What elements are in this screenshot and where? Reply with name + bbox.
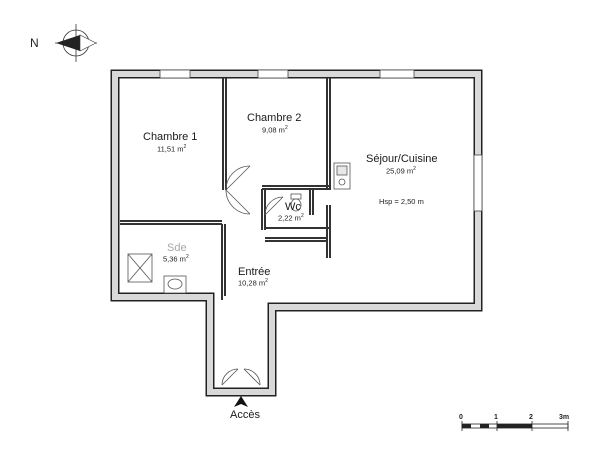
access-label: Accès	[230, 409, 260, 421]
room-area-chambre2: 9,08 m2	[262, 125, 288, 135]
room-area-sejour: 25,09 m2	[386, 166, 416, 176]
room-name-sde: Sde	[167, 242, 187, 254]
room-name-sejour: Séjour/Cuisine	[366, 153, 438, 165]
outer-walls	[110, 69, 483, 397]
scale-tick-3m: 3m	[559, 414, 570, 421]
door-swings	[221, 165, 284, 386]
room-area-entree: 10,28 m2	[238, 278, 268, 288]
access-arrow-icon	[234, 396, 248, 407]
windows	[159, 69, 483, 212]
room-name-entree: Entrée	[238, 266, 271, 278]
north-compass-icon	[55, 24, 97, 62]
room-name-chambre2: Chambre 2	[247, 112, 302, 124]
interior-walls	[120, 78, 331, 300]
scale-tick-0: 0	[459, 414, 463, 421]
scale-bar	[461, 421, 569, 431]
room-area-wc: 2,22 m2	[278, 213, 304, 223]
scale-tick-1: 1	[494, 414, 498, 421]
fixtures	[127, 162, 351, 294]
room-area-sde: 5,36 m2	[163, 254, 189, 264]
north-label: N	[30, 36, 39, 50]
ceiling-height-note: Hsp = 2,50 m	[379, 197, 424, 206]
room-name-chambre1: Chambre 1	[143, 131, 198, 143]
room-name-wc: Wc	[285, 201, 301, 213]
room-area-chambre1: 11,51 m2	[157, 144, 187, 154]
scale-tick-2: 2	[529, 414, 533, 421]
